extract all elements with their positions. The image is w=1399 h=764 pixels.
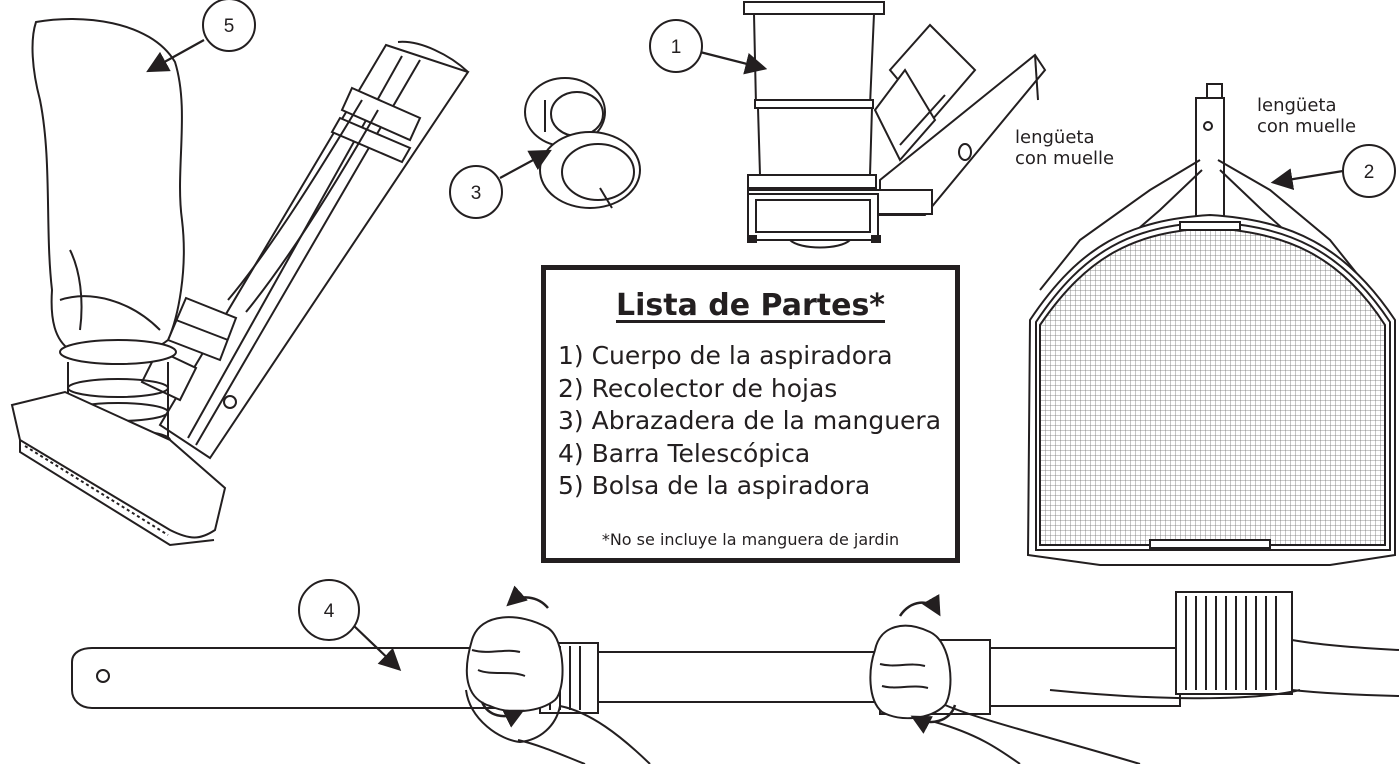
vacuum-body-drawing bbox=[743, 1, 1047, 249]
rotation-arrow-right-top bbox=[898, 594, 941, 617]
callout-1: 1 bbox=[649, 19, 768, 75]
telescopic-pole-drawing bbox=[71, 591, 1399, 764]
spring-tab-label-skimmer-line2: con muelle bbox=[1257, 116, 1357, 137]
spring-tab-label-skimmer-line1: lengüeta bbox=[1257, 95, 1337, 116]
spring-tab-label-body-line2: con muelle bbox=[1015, 148, 1115, 169]
parts-list-box: Lista de Partes* 1) Cuerpo de la aspirad… bbox=[541, 265, 960, 563]
parts-list-title: Lista de Partes* bbox=[615, 288, 885, 323]
parts-list-item: 3) Abrazadera de la manguera bbox=[558, 406, 942, 435]
vacuum-assembly-drawing bbox=[10, 17, 470, 547]
callout-2: 2 bbox=[1270, 144, 1396, 198]
rotation-arrows bbox=[480, 585, 957, 734]
parts-list-item: 5) Bolsa de la aspiradora bbox=[558, 471, 871, 500]
rotation-arrow-left-top bbox=[506, 585, 549, 609]
callout-4: 4 bbox=[298, 579, 402, 672]
parts-list-item: 4) Barra Telescópica bbox=[558, 438, 811, 468]
callout-3: 3 bbox=[449, 149, 552, 219]
leaf-skimmer-drawing bbox=[1026, 83, 1396, 566]
callout-3-number: 3 bbox=[471, 183, 482, 204]
spring-tab-label-body-line1: lengüeta bbox=[1015, 127, 1095, 148]
parts-list-item: 2) Recolector de hojas bbox=[558, 373, 838, 403]
parts-list-note: *No se incluye la manguera de jardin bbox=[601, 530, 900, 549]
parts-list-item: 1) Cuerpo de la aspiradora bbox=[558, 341, 893, 370]
callout-2-number: 2 bbox=[1364, 162, 1375, 183]
callout-5-number: 5 bbox=[224, 16, 235, 37]
hose-clamp-drawing bbox=[524, 77, 641, 209]
callout-1-number: 1 bbox=[671, 37, 682, 58]
spring-tab-label-skimmer: lengüeta con muelle bbox=[1257, 95, 1356, 137]
spring-tab-label-body: lengüeta con muelle bbox=[1015, 127, 1114, 169]
rotation-arrow-right-bottom bbox=[910, 704, 957, 734]
callout-4-number: 4 bbox=[324, 601, 335, 622]
callout-5: 5 bbox=[146, 0, 256, 73]
rotation-arrow-left-bottom bbox=[480, 701, 525, 728]
parts-list: 1) Cuerpo de la aspiradora 2) Recolector… bbox=[558, 340, 941, 503]
